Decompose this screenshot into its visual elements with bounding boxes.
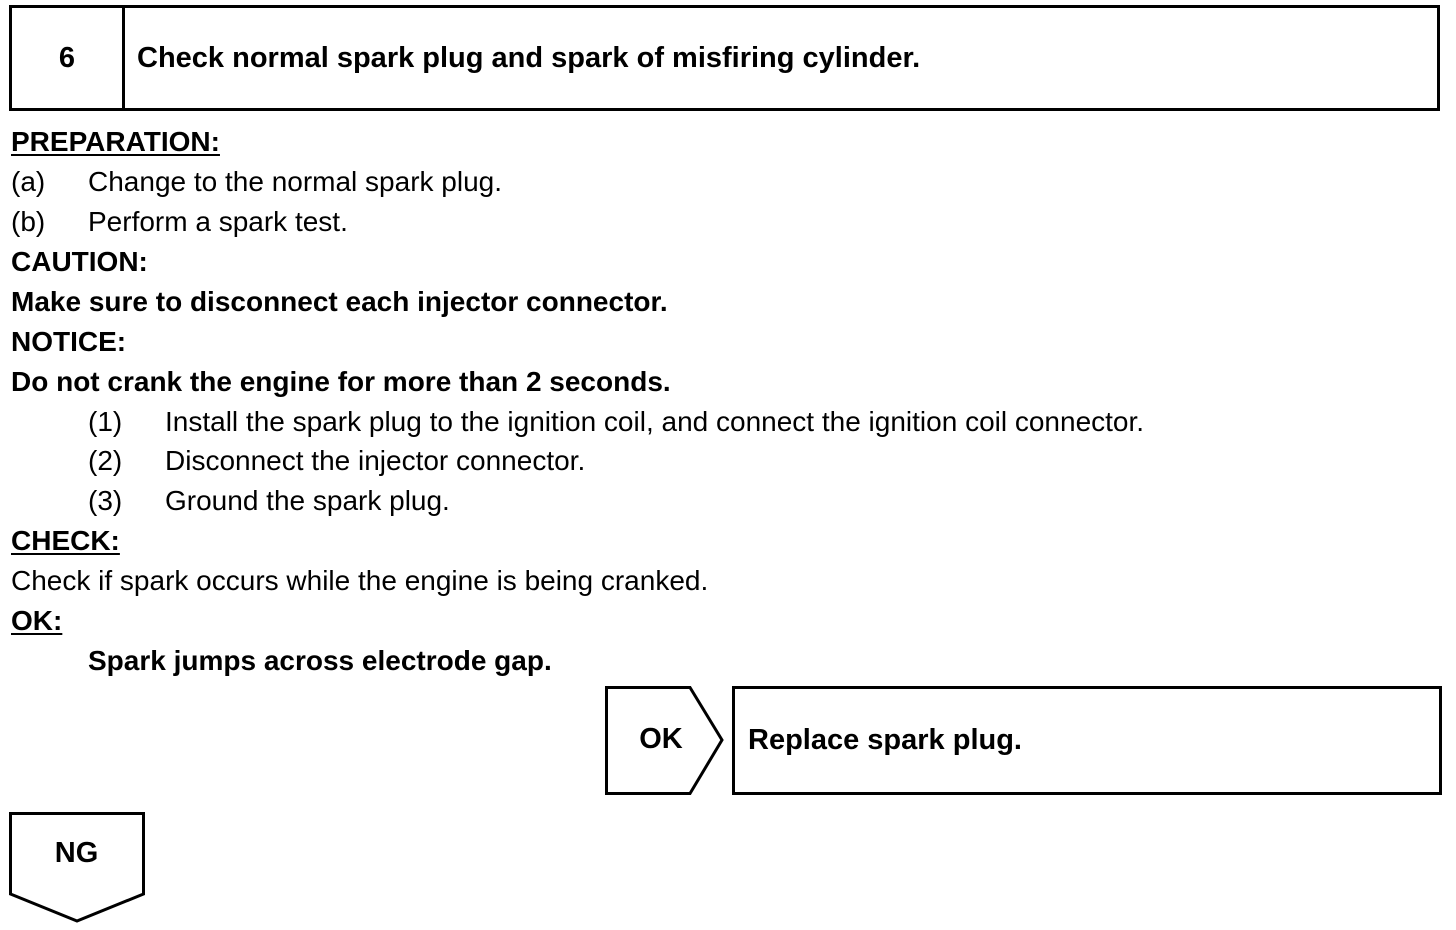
ok-text: Spark jumps across electrode gap.	[88, 645, 552, 676]
notice-substep-text: Ground the spark plug.	[165, 485, 450, 516]
ng-arrow-icon	[9, 812, 145, 923]
caution-text: Make sure to disconnect each injector co…	[11, 286, 668, 317]
notice-substep: (1) Install the spark plug to the ignitio…	[88, 406, 1144, 438]
check-heading: CHECK:	[11, 525, 120, 556]
step-number: 6	[12, 8, 125, 108]
ok-action-text: Replace spark plug.	[748, 724, 1022, 756]
step-header: 6 Check normal spark plug and spark of m…	[9, 5, 1440, 111]
caution-heading: CAUTION:	[11, 246, 148, 277]
ok-action-box: Replace spark plug.	[732, 686, 1442, 795]
preparation-heading: PREPARATION:	[11, 126, 220, 157]
ng-branch-label: NG	[54, 837, 99, 869]
preparation-item: (a) Change to the normal spark plug.	[11, 166, 502, 198]
preparation-item-label: (a)	[11, 166, 46, 197]
preparation-item: (b) Perform a spark test.	[11, 206, 348, 238]
notice-text: Do not crank the engine for more than 2 …	[11, 366, 671, 397]
notice-substep: (3) Ground the spark plug.	[88, 485, 450, 517]
notice-substep-label: (3)	[88, 485, 123, 516]
notice-substep-text: Install the spark plug to the ignition c…	[165, 406, 1145, 437]
preparation-item-text: Change to the normal spark plug.	[88, 166, 503, 197]
check-text: Check if spark occurs while the engine i…	[11, 565, 709, 596]
notice-substep-text: Disconnect the injector connector.	[165, 445, 586, 476]
preparation-item-label: (b)	[11, 206, 46, 237]
preparation-item-text: Perform a spark test.	[88, 206, 348, 237]
ok-heading: OK:	[11, 605, 63, 636]
step-title: Check normal spark plug and spark of mis…	[137, 41, 921, 74]
notice-substep-label: (2)	[88, 445, 123, 476]
notice-heading: NOTICE:	[11, 326, 127, 357]
ok-arrow-icon	[605, 686, 724, 795]
ok-branch-label: OK	[639, 723, 683, 755]
notice-substep-label: (1)	[88, 406, 123, 437]
notice-substep: (2) Disconnect the injector connector.	[88, 445, 585, 477]
